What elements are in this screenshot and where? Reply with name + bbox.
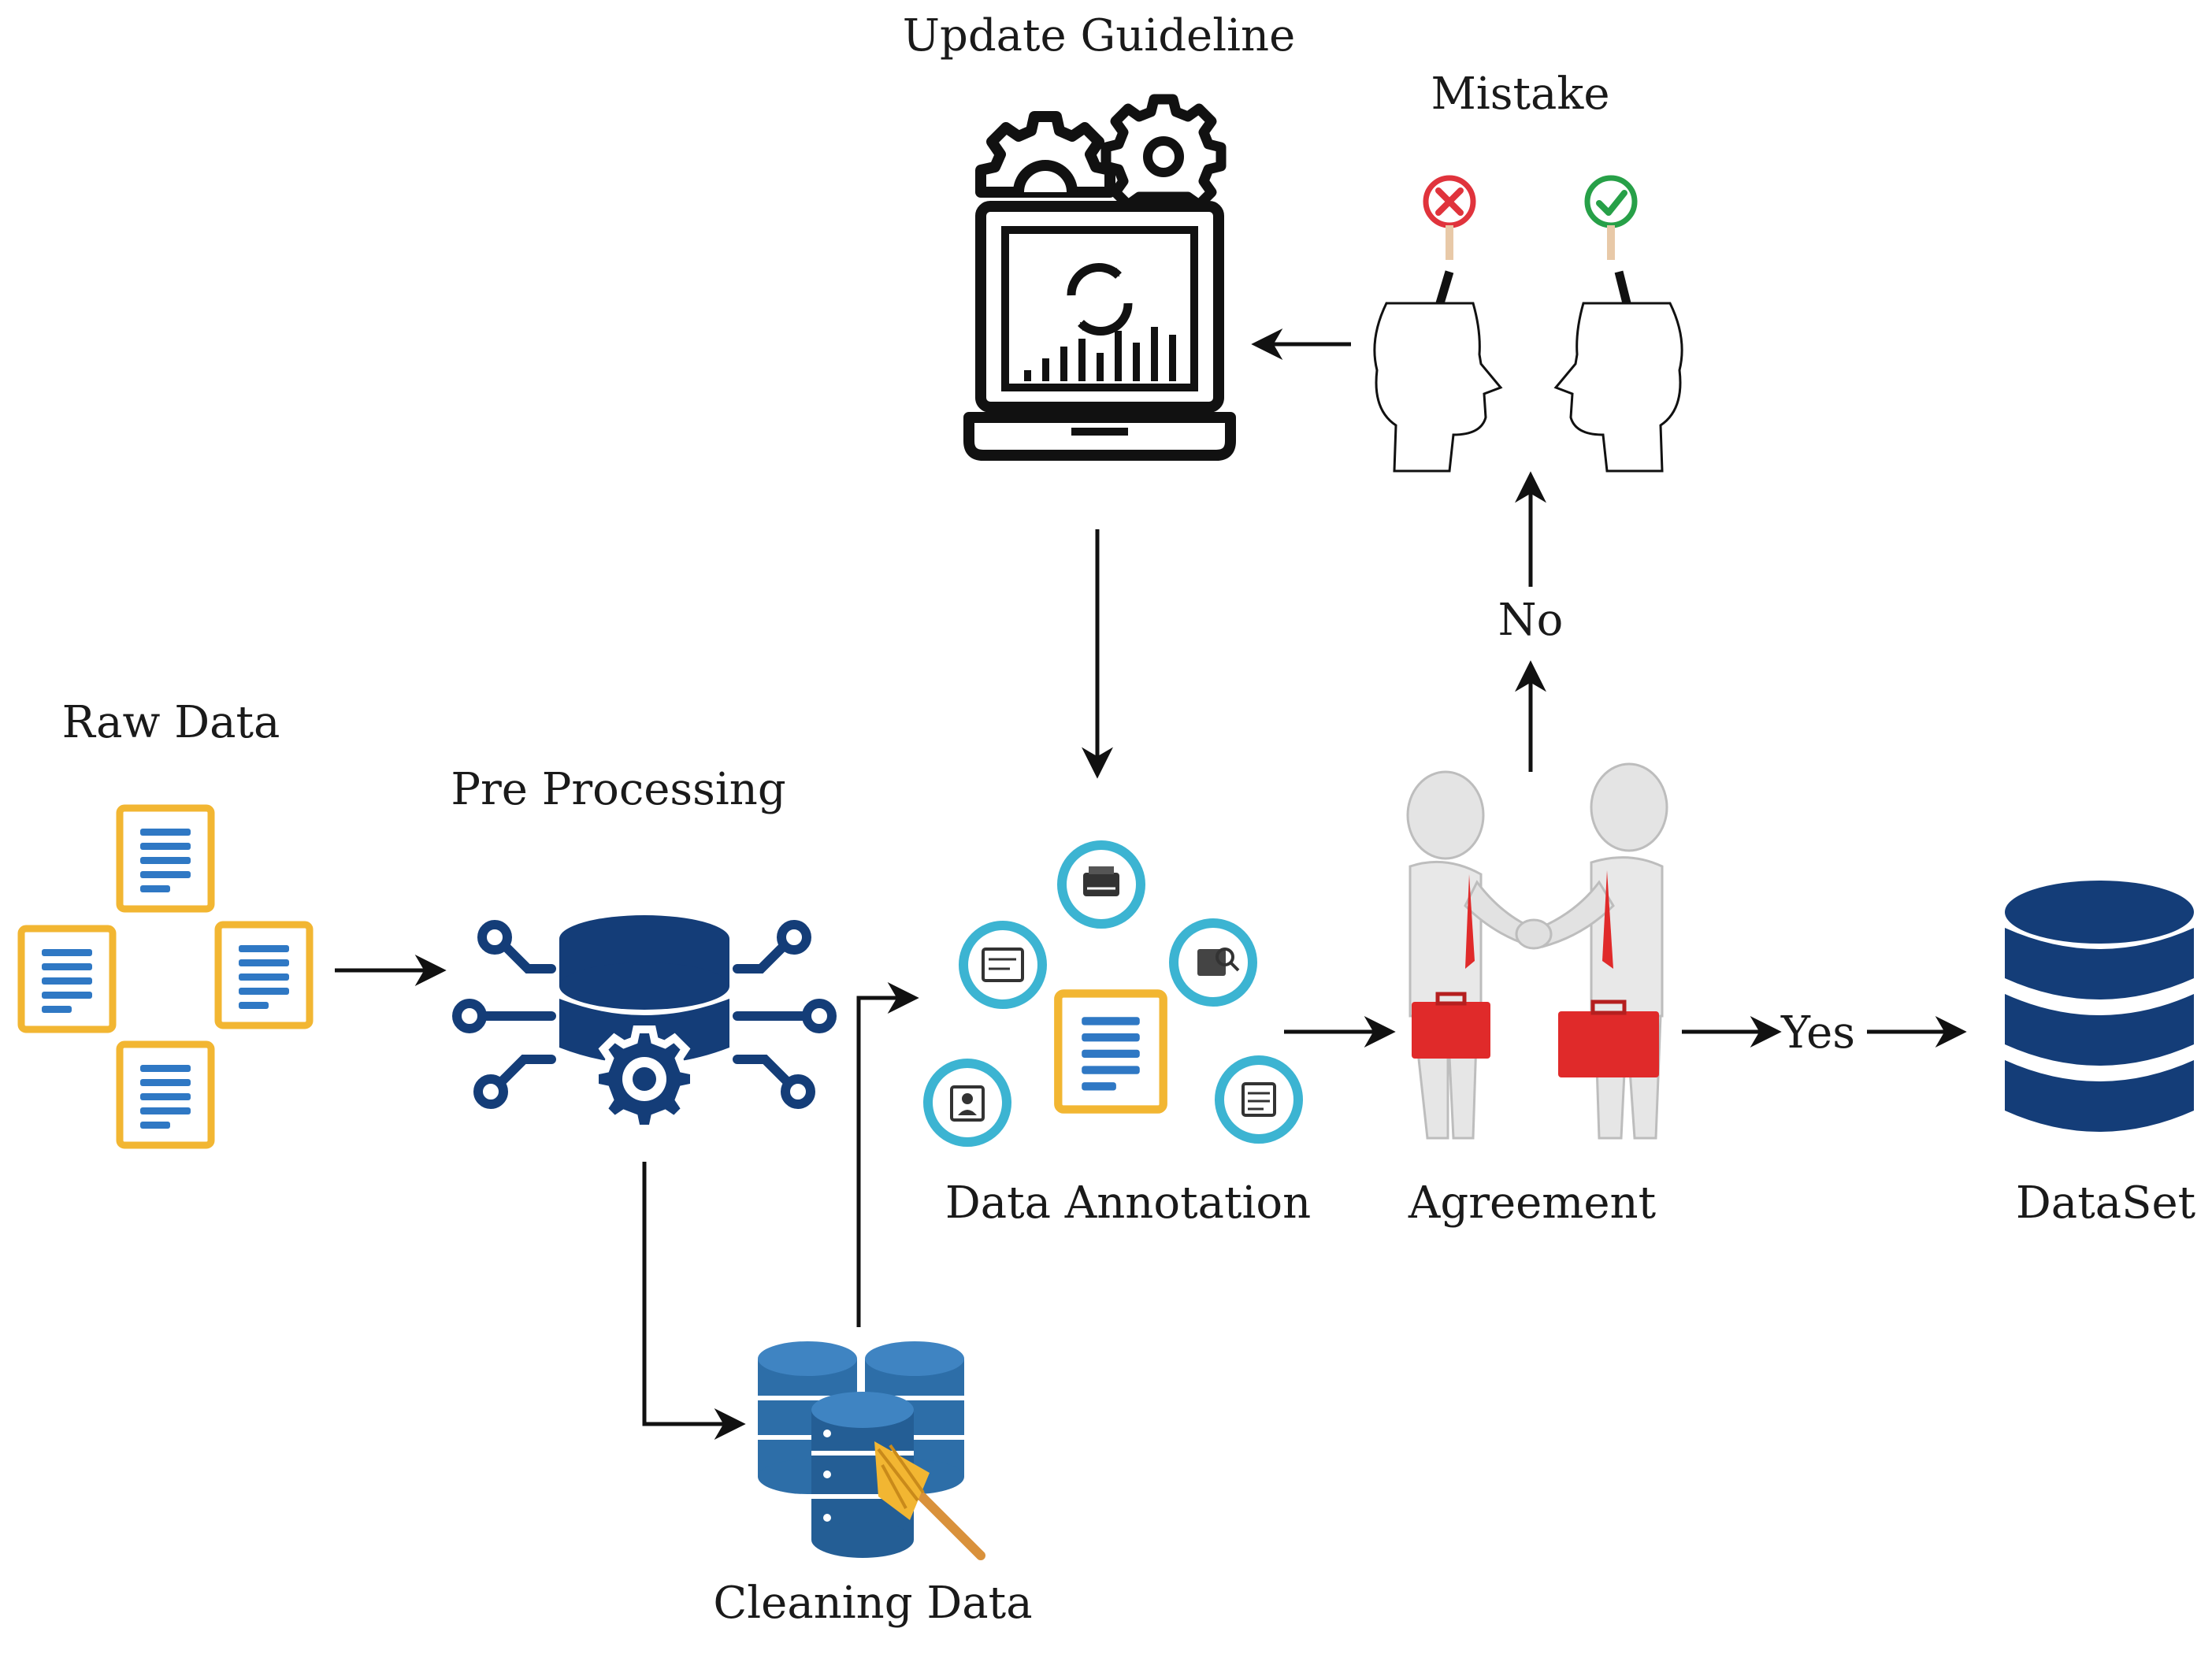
head-right-icon [1553, 302, 1683, 473]
label-agreement: Agreement [1408, 1177, 1657, 1229]
figure-left [1406, 770, 1534, 1140]
annotation-ring-top [1057, 840, 1145, 929]
yes-label: Yes [1780, 1007, 1855, 1059]
label-update-guideline: Update Guideline [902, 10, 1296, 61]
label-data-annotation: Data Annotation [945, 1177, 1312, 1229]
annotation-ring-bottom-right [1215, 1055, 1303, 1144]
figure-right [1535, 762, 1668, 1140]
label-mistake: Mistake [1431, 69, 1610, 120]
label-dataset: DataSet [2015, 1177, 2196, 1229]
broom-icon [874, 1441, 985, 1560]
annotation-ring-left [959, 921, 1047, 1009]
gear-icon-right [1100, 94, 1227, 210]
pre-processing-icon [452, 915, 837, 1129]
raw-data-icon [21, 808, 310, 1145]
handshake [1515, 918, 1553, 950]
flow-arrows [335, 328, 1967, 1440]
agreement-icon [1406, 762, 1668, 1140]
dataset-icon [2005, 881, 2194, 1132]
cleaning-data-icon [758, 1341, 985, 1560]
head-left-icon [1373, 302, 1503, 473]
data-annotation-icon [923, 840, 1303, 1147]
annotation-ring-right [1169, 918, 1257, 1007]
no-label: No [1498, 595, 1564, 646]
gear-icon-left [975, 111, 1115, 198]
database-stack-back-left [758, 1341, 857, 1494]
laptop-icon [963, 201, 1236, 461]
label-pre-processing: Pre Processing [451, 764, 786, 815]
correct-mark-icon [1584, 175, 1638, 305]
wrong-mark-icon [1423, 175, 1476, 305]
update-guideline-icon [963, 94, 1236, 461]
label-cleaning-data: Cleaning Data [713, 1578, 1033, 1629]
annotation-ring-bottom-left [923, 1059, 1011, 1147]
label-raw-data: Raw Data [61, 697, 280, 748]
arrow-cleaning-to-annotation [856, 982, 919, 1327]
arrow-preprocessing-to-cleaning [642, 1162, 746, 1440]
annotation-document [1058, 993, 1163, 1109]
mistake-icon [1373, 175, 1683, 473]
refresh-icon [1067, 263, 1133, 336]
